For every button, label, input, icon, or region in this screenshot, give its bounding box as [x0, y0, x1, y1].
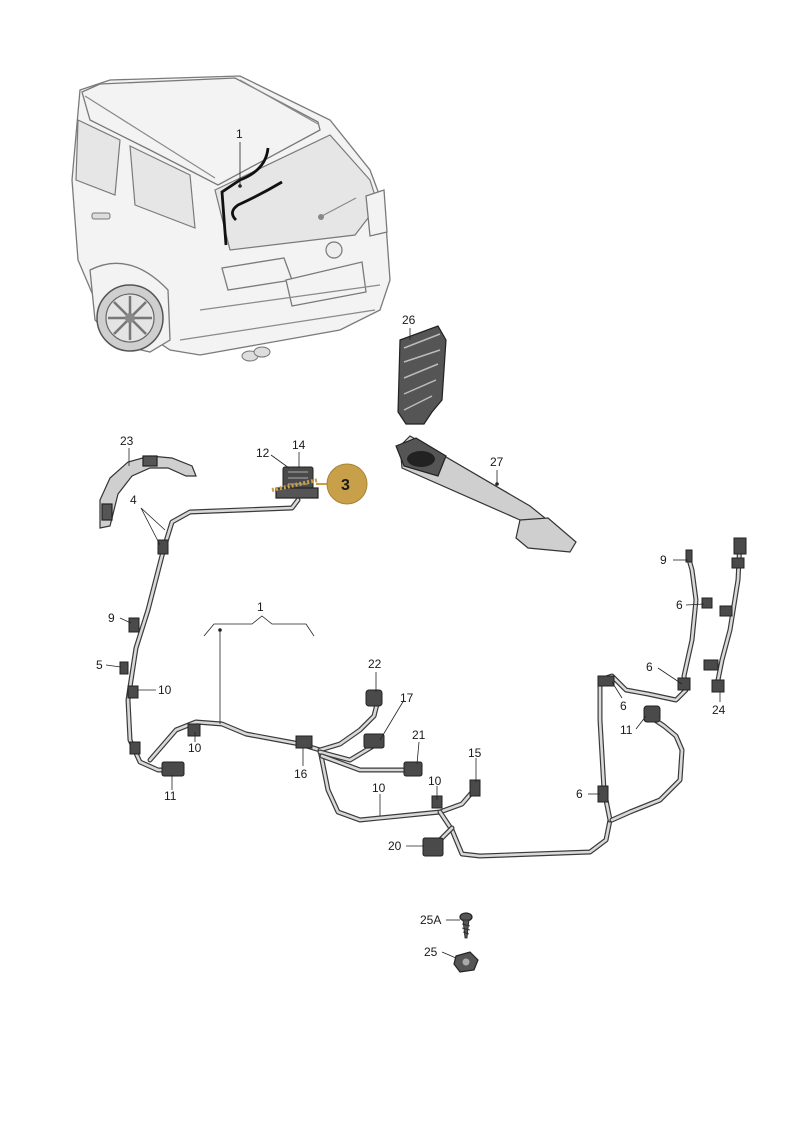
callout-6-a: 6 — [676, 598, 683, 612]
callout-10-b: 10 — [188, 741, 202, 755]
callout-26: 26 — [402, 313, 416, 327]
callout-10-c: 10 — [428, 774, 442, 788]
highlight-badge[interactable]: 3 — [326, 463, 368, 505]
callout-9-right: 9 — [660, 553, 667, 567]
callout-4: 4 — [130, 493, 137, 507]
part-26-bracket — [397, 325, 447, 425]
center-harness — [147, 689, 613, 859]
callout-27: 27 — [490, 455, 504, 469]
part-23-trim — [99, 455, 197, 529]
callout-16: 16 — [294, 767, 308, 781]
callout-11-left: 11 — [164, 789, 177, 803]
callout-24: 24 — [712, 703, 726, 717]
callout-car-1: 1 — [236, 127, 243, 141]
callout-11-right: 11 — [620, 723, 633, 737]
callout-6-c: 6 — [620, 699, 627, 713]
badge-label: 3 — [341, 477, 350, 494]
callout-23: 23 — [120, 434, 134, 448]
callout-10-a: 10 — [158, 683, 172, 697]
right-harness — [597, 549, 713, 823]
callout-6-b: 6 — [646, 660, 653, 674]
callout-25: 25 — [424, 945, 438, 959]
callout-21: 21 — [412, 728, 426, 742]
callout-12: 12 — [256, 446, 270, 460]
part-25A-screw — [459, 912, 473, 939]
callout-10-d: 10 — [372, 781, 386, 795]
callout-1-harness: 1 — [257, 600, 264, 614]
callout-9-left: 9 — [108, 611, 115, 625]
callout-15: 15 — [468, 746, 482, 760]
callout-22: 22 — [368, 657, 382, 671]
callout-6-d: 6 — [576, 787, 583, 801]
car-illustration — [71, 75, 391, 362]
callout-20: 20 — [388, 839, 402, 853]
part-27-sleeve — [395, 435, 577, 553]
callout-25A: 25A — [420, 913, 441, 927]
left-harness — [119, 497, 301, 777]
callout-14: 14 — [292, 438, 306, 452]
callout-17: 17 — [400, 691, 414, 705]
badge-circle[interactable] — [326, 463, 368, 505]
part-25-nut — [453, 951, 479, 973]
part-24-strip — [703, 537, 747, 693]
callout-5: 5 — [96, 658, 103, 672]
